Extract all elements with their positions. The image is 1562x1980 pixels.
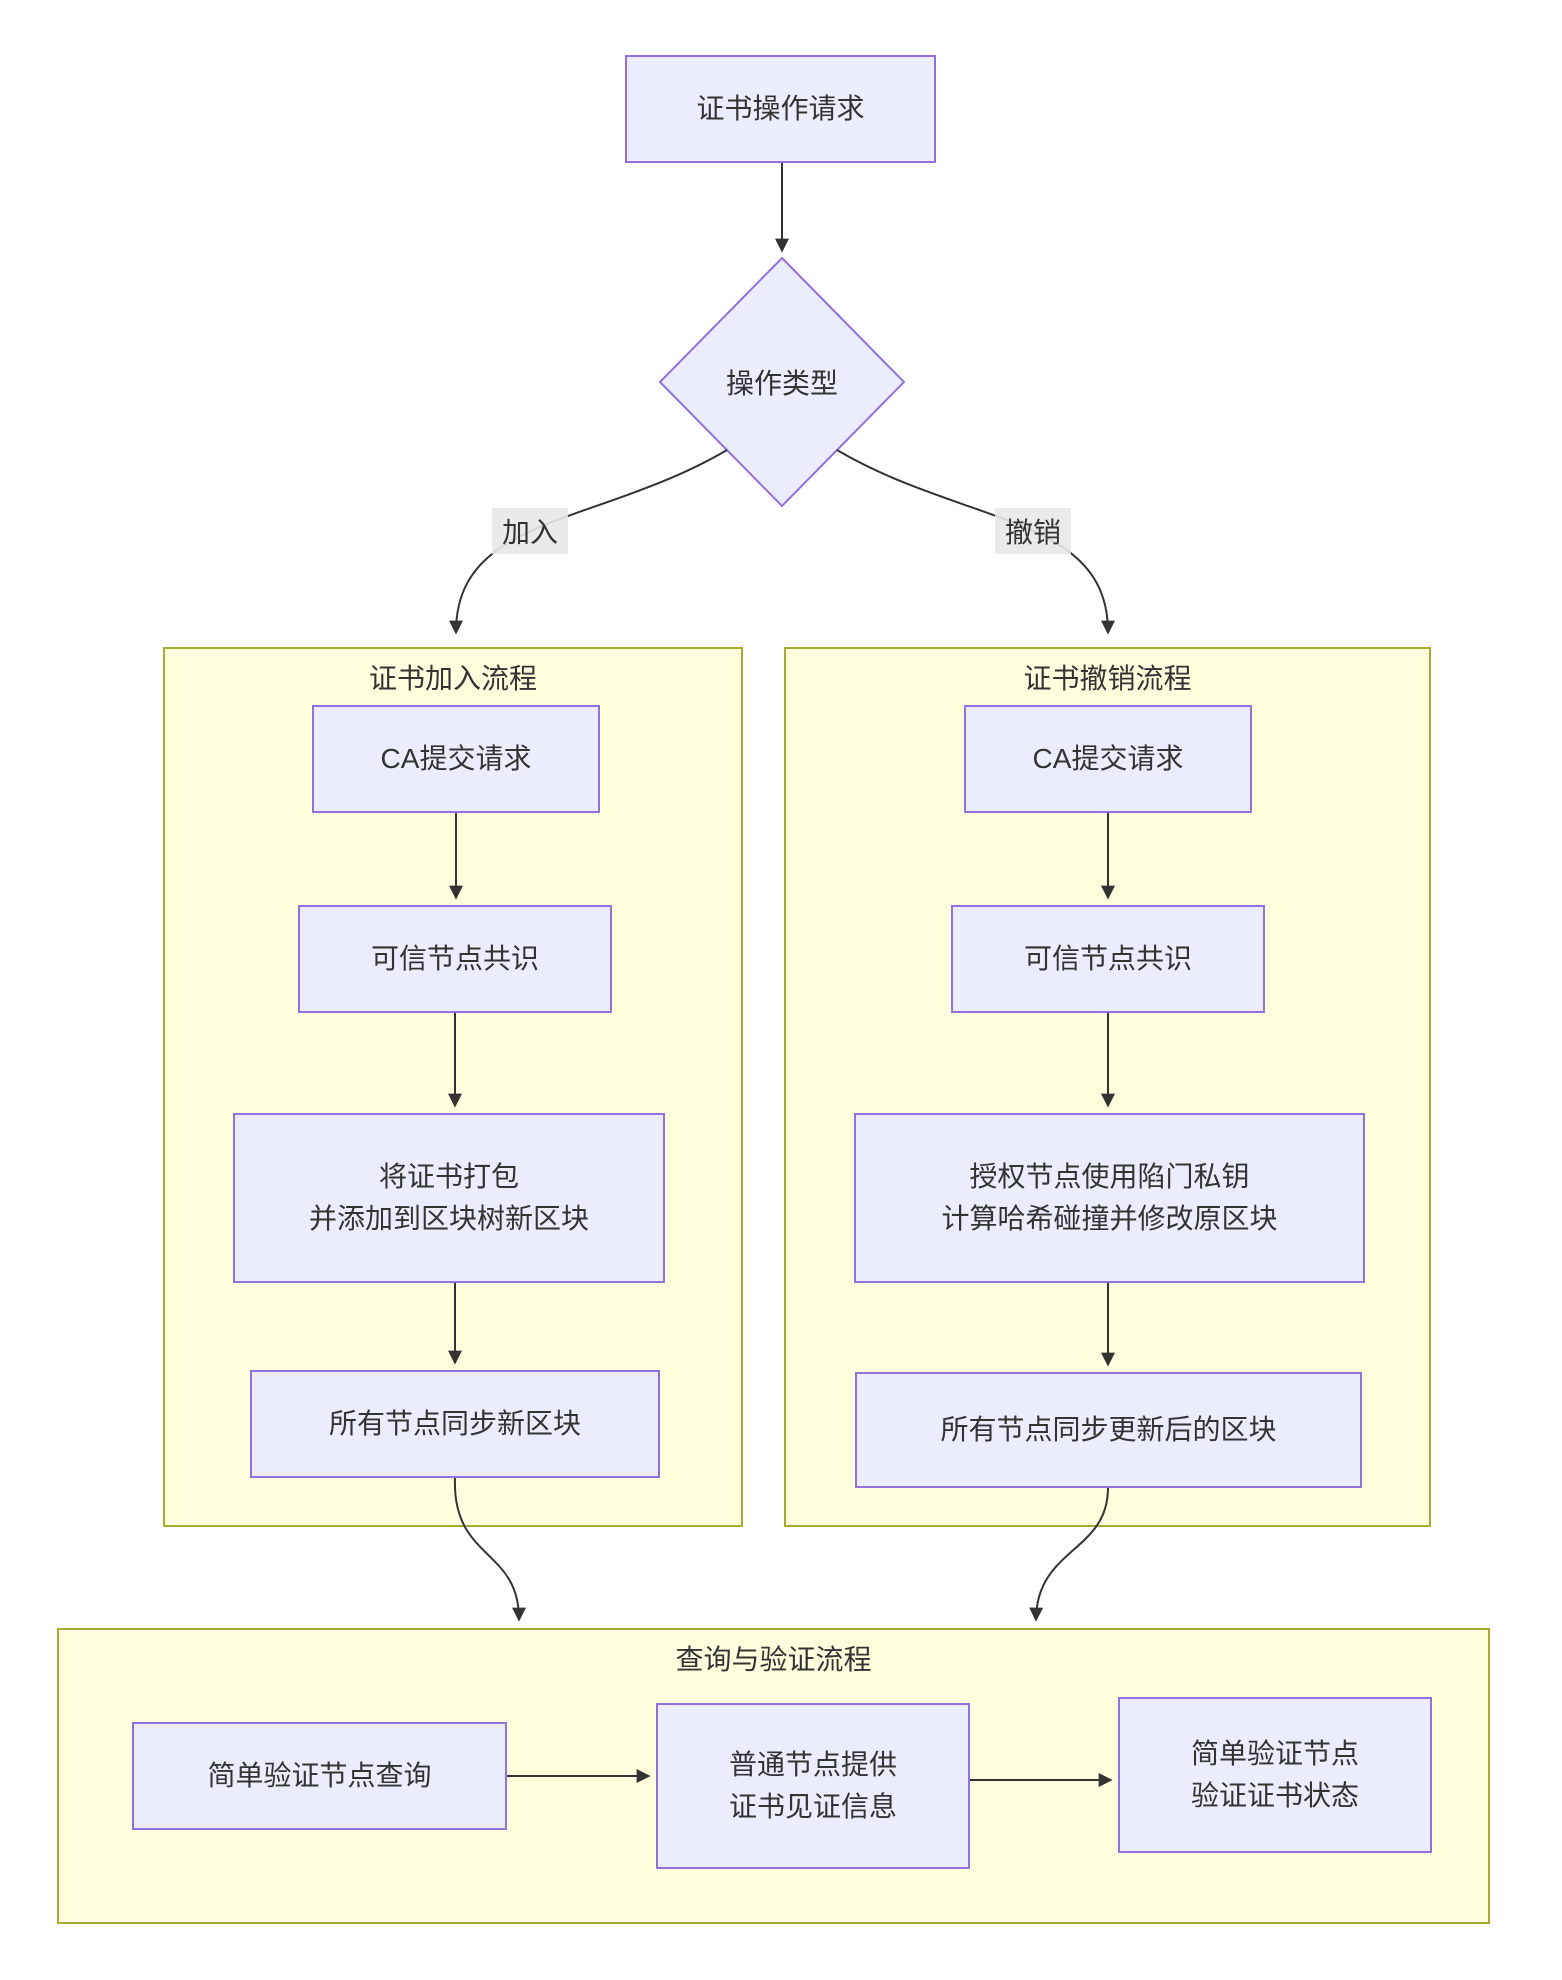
node-revoke-step-3: 授权节点使用陷门私钥 计算哈希碰撞并修改原区块 xyxy=(854,1113,1365,1283)
node-query-step-1-label: 简单验证节点查询 xyxy=(207,1760,432,1791)
node-query-step-3-label: 简单验证节点 验证证书状态 xyxy=(1190,1738,1359,1811)
cluster-query-flow-title: 查询与验证流程 xyxy=(675,1644,872,1675)
node-revoke-step-1-label: CA提交请求 xyxy=(1032,743,1184,774)
node-revoke-step-2-label: 可信节点共识 xyxy=(1023,943,1192,974)
node-join-step-3-label: 将证书打包 并添加到区块树新区块 xyxy=(308,1161,589,1234)
node-join-step-2-label: 可信节点共识 xyxy=(370,943,539,974)
edge-label-join: 加入 xyxy=(492,508,568,554)
node-query-step-1: 简单验证节点查询 xyxy=(132,1722,507,1830)
node-revoke-step-4: 所有节点同步更新后的区块 xyxy=(855,1372,1362,1488)
cluster-revoke-flow-title: 证书撤销流程 xyxy=(1023,663,1192,694)
node-revoke-step-3-label: 授权节点使用陷门私钥 计算哈希碰撞并修改原区块 xyxy=(941,1161,1278,1234)
node-query-step-2: 普通节点提供 证书见证信息 xyxy=(656,1703,970,1869)
node-query-step-3: 简单验证节点 验证证书状态 xyxy=(1118,1697,1432,1853)
node-join-step-1: CA提交请求 xyxy=(312,705,600,813)
node-query-step-2-label: 普通节点提供 证书见证信息 xyxy=(728,1749,897,1822)
cluster-join-flow-title: 证书加入流程 xyxy=(368,663,537,694)
node-join-step-4: 所有节点同步新区块 xyxy=(250,1370,660,1478)
node-join-step-1-label: CA提交请求 xyxy=(380,743,532,774)
node-revoke-step-1: CA提交请求 xyxy=(964,705,1252,813)
node-start: 证书操作请求 xyxy=(625,55,936,163)
node-start-label: 证书操作请求 xyxy=(696,93,865,124)
node-revoke-step-4-label: 所有节点同步更新后的区块 xyxy=(940,1414,1277,1445)
node-join-step-2: 可信节点共识 xyxy=(298,905,612,1013)
node-join-step-3: 将证书打包 并添加到区块树新区块 xyxy=(233,1113,665,1283)
node-revoke-step-2: 可信节点共识 xyxy=(951,905,1265,1013)
decision-label: 操作类型 xyxy=(725,368,838,399)
edge-label-revoke: 撤销 xyxy=(995,508,1071,554)
node-join-step-4-label: 所有节点同步新区块 xyxy=(328,1408,581,1439)
